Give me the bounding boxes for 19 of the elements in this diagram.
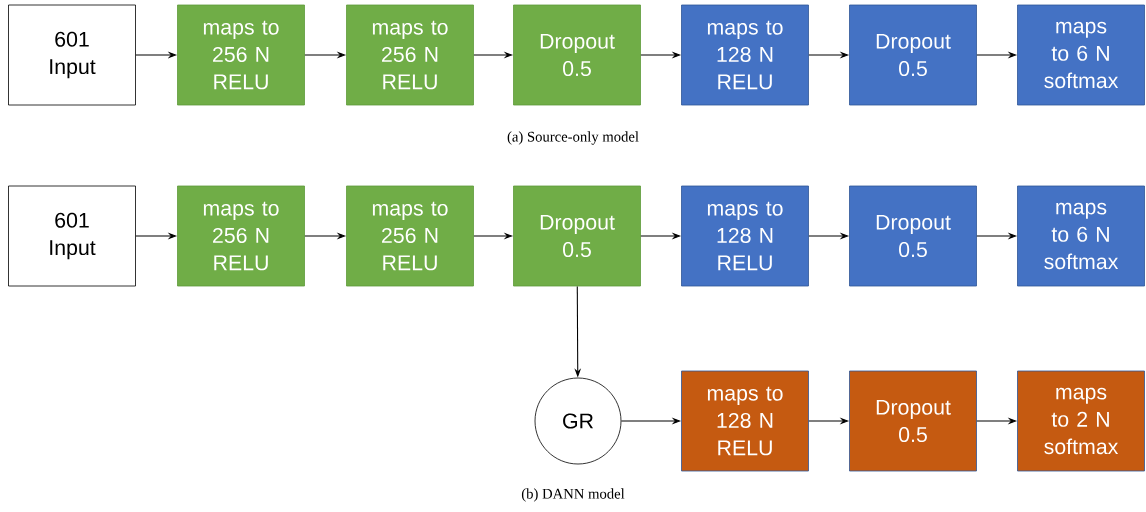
- layer-box: Dropout 0.5: [849, 185, 977, 287]
- layer-box: maps to 128 N RELU: [681, 370, 809, 472]
- layer-box: maps to 128 N RELU: [681, 185, 809, 287]
- input-box: 601 Input: [8, 4, 136, 106]
- input-box: 601 Input: [8, 185, 136, 287]
- layer-box: Dropout 0.5: [849, 4, 977, 106]
- layer-box: maps to 256 N RELU: [177, 185, 305, 287]
- layer-box: maps to 6 N softmax: [1017, 185, 1145, 287]
- layer-box: Dropout 0.5: [849, 370, 977, 472]
- layer-box: maps to 6 N softmax: [1017, 4, 1145, 106]
- layer-box: maps to 256 N RELU: [346, 185, 474, 287]
- caption: (b) DANN model: [521, 488, 625, 502]
- layer-box: maps to 256 N RELU: [346, 4, 474, 106]
- layer-box: Dropout 0.5: [513, 185, 641, 287]
- caption: (a) Source-only model: [507, 131, 639, 145]
- layer-box: maps to 256 N RELU: [177, 4, 305, 106]
- layer-box: maps to 128 N RELU: [681, 4, 809, 106]
- layer-box: Dropout 0.5: [513, 4, 641, 106]
- layer-box: maps to 2 N softmax: [1017, 370, 1145, 472]
